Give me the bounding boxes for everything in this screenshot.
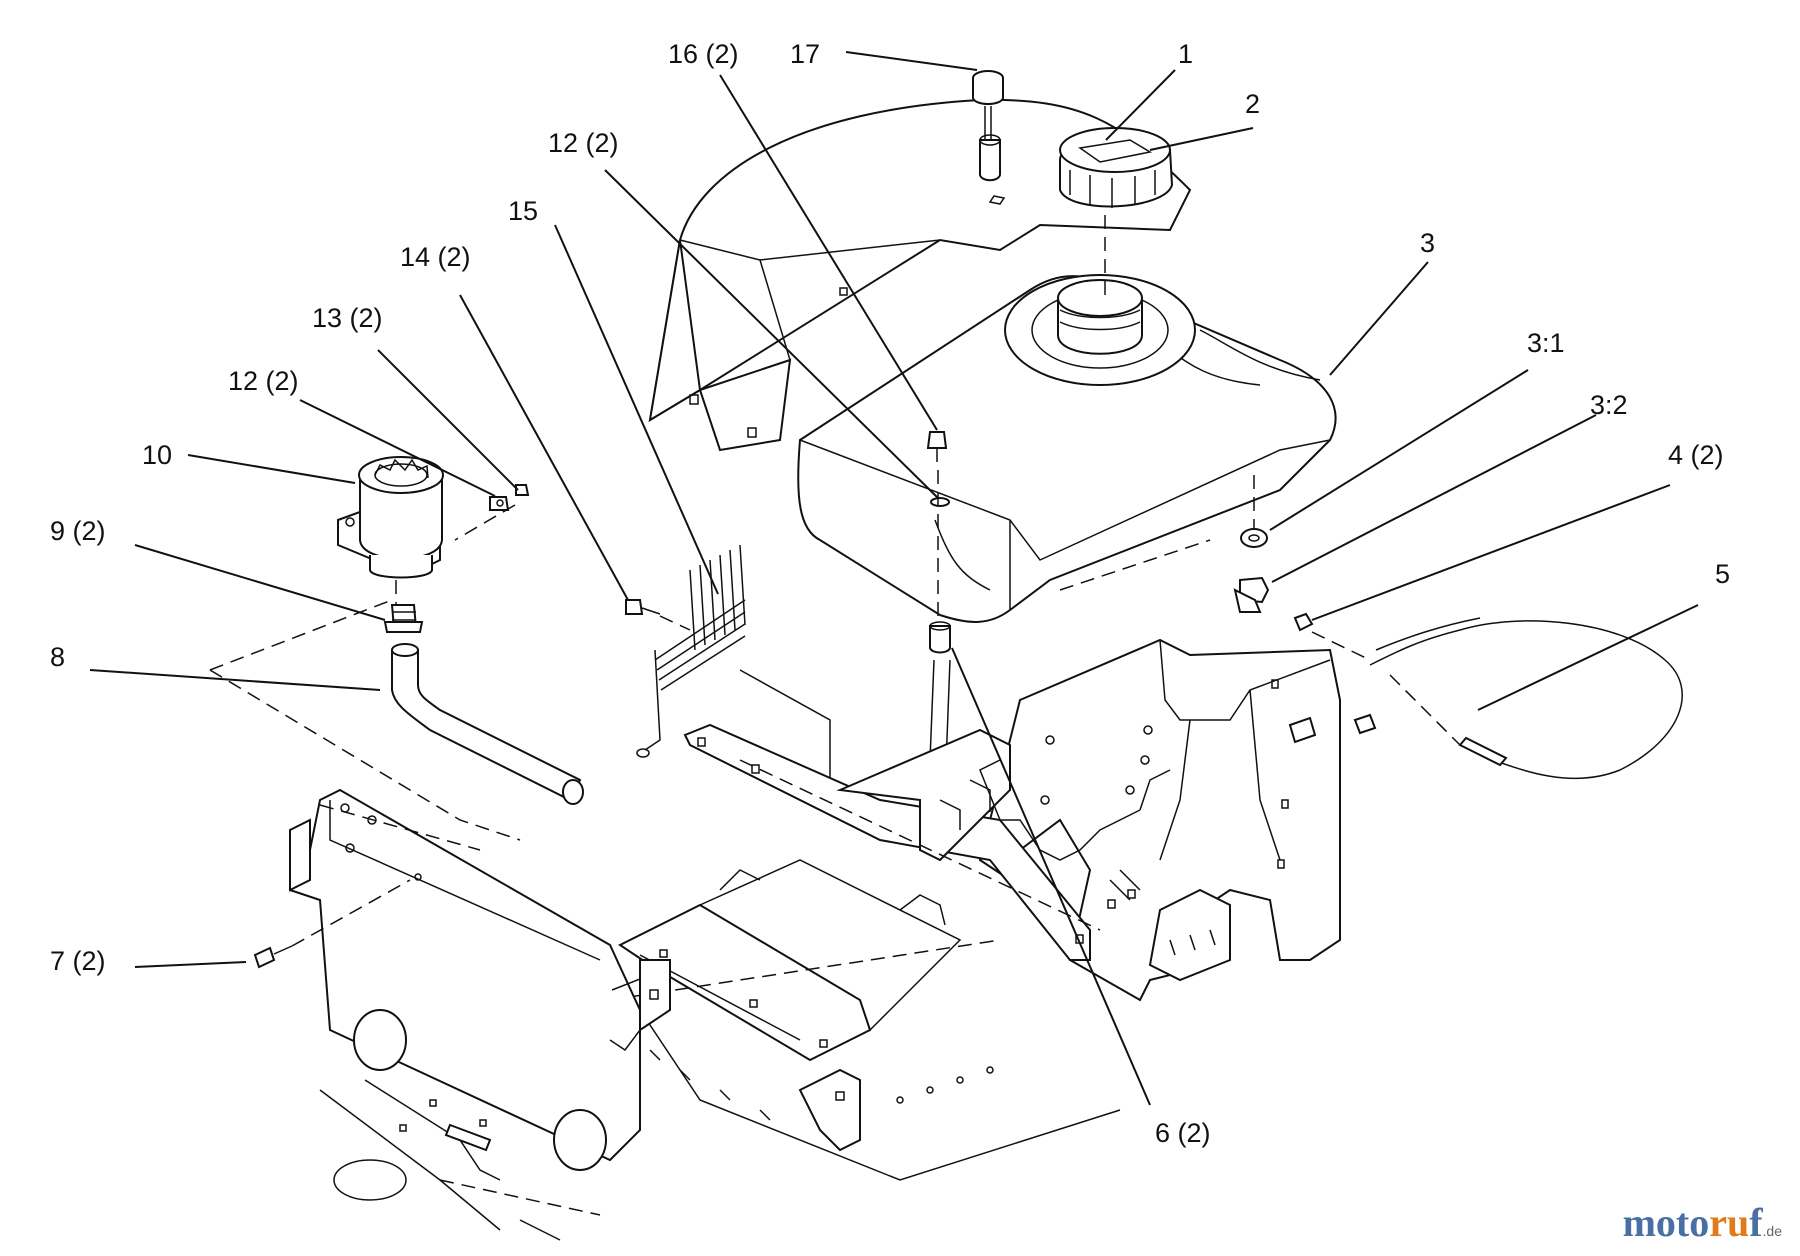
floor-deck — [609, 859, 1121, 1181]
callout-labels: 1 2 3 3:1 3:2 4 (2) 5 6 (2) 7 (2) 8 9 (2… — [50, 39, 1730, 1148]
callout-10: 10 — [142, 440, 172, 470]
callout-8: 8 — [50, 642, 65, 672]
callout-5: 5 — [1715, 559, 1730, 589]
hardware-stack — [926, 431, 951, 767]
callout-12-top: 12 (2) — [548, 128, 619, 158]
watermark-part-1: moto — [1622, 1200, 1710, 1245]
watermark-part-3: f — [1749, 1200, 1763, 1245]
watermark-logo: motoruf.de — [1623, 1199, 1782, 1246]
callout-4: 4 (2) — [1668, 440, 1724, 470]
callout-16: 16 (2) — [668, 39, 739, 69]
callout-2: 2 — [1245, 89, 1260, 119]
callout-7: 7 (2) — [50, 946, 106, 976]
leader-lines — [89, 51, 1699, 1106]
right-frame — [978, 539, 1341, 1002]
grille-screen — [625, 544, 831, 780]
watermark-part-2: ru — [1709, 1200, 1750, 1245]
fuel-tank — [797, 274, 1337, 623]
bolt-part-7 — [253, 879, 411, 969]
callout-3-2: 3:2 — [1590, 390, 1628, 420]
reservoir-hardware — [454, 484, 530, 541]
fuel-line — [1288, 617, 1683, 780]
callout-3-1: 3:1 — [1527, 328, 1565, 358]
callout-6: 6 (2) — [1155, 1118, 1211, 1148]
callout-3: 3 — [1420, 228, 1435, 258]
fuel-fittings — [1233, 475, 1371, 661]
hose-clamp — [383, 604, 424, 633]
reservoir — [337, 456, 444, 605]
fuel-cap — [1059, 127, 1174, 300]
callout-12-left: 12 (2) — [228, 366, 299, 396]
callout-9: 9 (2) — [50, 516, 106, 546]
fuel-gauge — [972, 70, 1006, 205]
center-frame — [683, 723, 1171, 961]
callout-15: 15 — [508, 196, 538, 226]
callout-1: 1 — [1178, 39, 1193, 69]
callout-14: 14 (2) — [400, 242, 471, 272]
hose — [209, 599, 584, 841]
front-panel — [289, 788, 671, 1241]
callout-17: 17 — [790, 39, 820, 69]
callout-13: 13 (2) — [312, 303, 383, 333]
watermark-tld: .de — [1762, 1223, 1782, 1239]
